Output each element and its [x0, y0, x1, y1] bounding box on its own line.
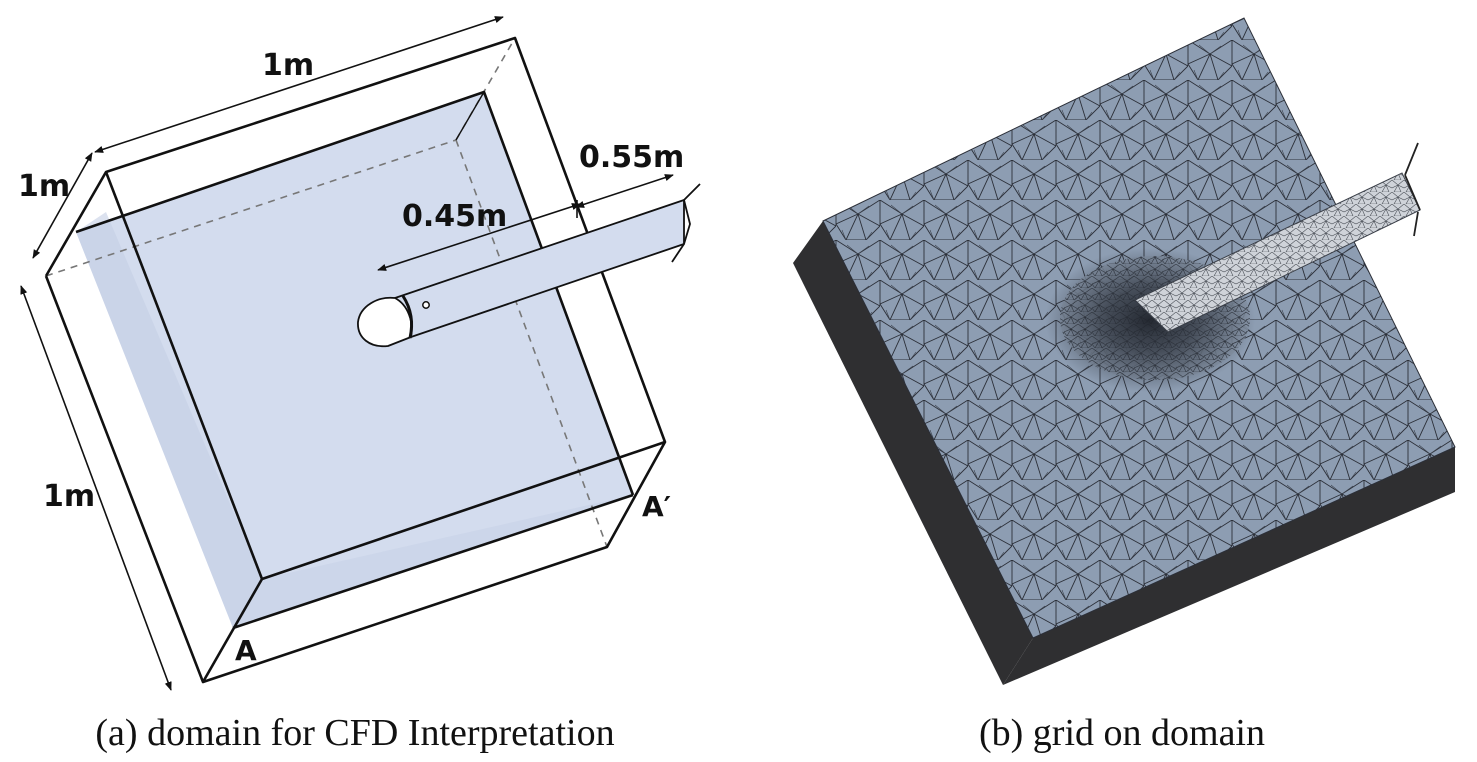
panel-b-grid: (b) grid on domain [793, 17, 1456, 754]
dim-top-length: 1m [262, 48, 314, 83]
dim-left-height: 1m [43, 479, 95, 514]
caption-a: (a) domain for CFD Interpretation [95, 712, 614, 754]
grid-bottom-side [1003, 447, 1455, 685]
dim-left-depth: 1m [18, 169, 70, 204]
dimension-arrows [20, 16, 674, 691]
pipe-hole-icon [422, 301, 430, 309]
point-a-label: A [235, 634, 257, 667]
panel-a-domain: 1m 1m 1m 0.45m 0.55m A A′ (a) domain for… [18, 16, 701, 754]
dim-pipe-outer: 0.55m [579, 140, 684, 175]
point-a-prime-label: A′ [642, 490, 671, 523]
dim-pipe-inner: 0.45m [402, 199, 507, 234]
grid-left-side [793, 221, 1033, 685]
caption-b: (b) grid on domain [979, 712, 1265, 754]
